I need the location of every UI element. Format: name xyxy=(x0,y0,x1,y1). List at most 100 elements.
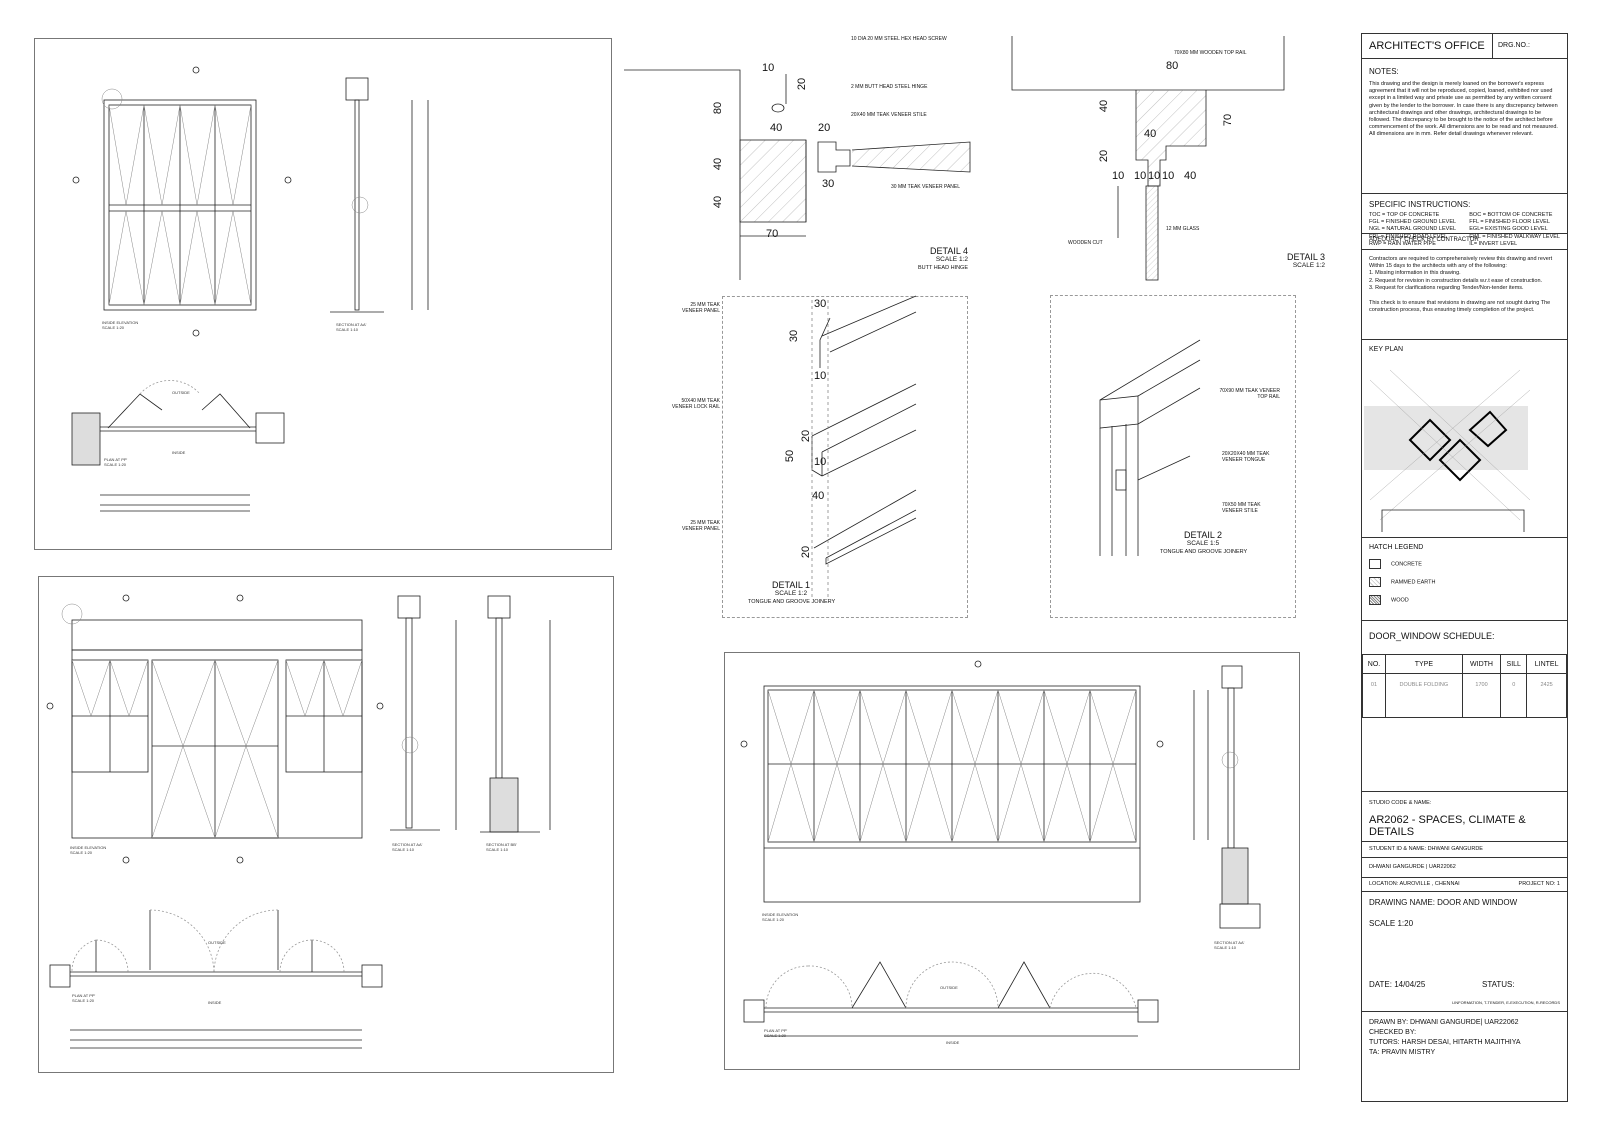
view-label-plan-2: PLAN AT PP' xyxy=(72,993,96,998)
key-plan-section: KEY PLAN xyxy=(1362,339,1567,537)
d4-dim: 40 xyxy=(712,195,725,209)
panel-door-1 xyxy=(34,38,612,550)
detail-4-name: DETAIL 4 xyxy=(929,246,968,256)
d3-dim: 10 xyxy=(1148,170,1161,182)
d4-label-stile: 20X40 MM TEAK VENEER STILE xyxy=(851,112,927,118)
d2-label-tongue: 20X20X40 MM TEAK VENEER TONGUE xyxy=(1222,451,1270,463)
panel-window xyxy=(38,576,614,1073)
view-scale-3: SCALE 1:20 xyxy=(104,462,127,467)
view-scale-7: SCALE 1:20 xyxy=(72,998,95,1003)
spec-item: TOC = TOP OF CONCRETE xyxy=(1369,212,1440,218)
label-inside-2: INSIDE xyxy=(208,1000,222,1005)
key-plan-drawing xyxy=(1364,369,1531,532)
detail-2-scale: SCALE 1:5 xyxy=(1186,540,1220,547)
d4-dim: 20 xyxy=(818,122,831,134)
d1-dim: 30 xyxy=(814,298,827,310)
student-label: STUDENT ID & NAME: DHWANI GANGURDE xyxy=(1369,846,1483,852)
spec-item: EGL= EXISTING GOOD LEVEL xyxy=(1469,226,1548,233)
d3-dim: 80 xyxy=(1166,60,1179,72)
ta: TA: PRAVIN MISTRY xyxy=(1369,1049,1436,1056)
view-scale-6: SCALE 1:10 xyxy=(486,847,509,852)
view-label-plan-3: PLAN AT PP' xyxy=(764,1028,788,1033)
d3-dim: 10 xyxy=(1112,170,1125,182)
detail-4-sub: BUTT HEAD HINGE xyxy=(917,265,968,271)
detail-4-title: DETAIL 4 SCALE 1:2 BUTT HEAD HINGE xyxy=(898,246,968,272)
wood-swatch xyxy=(1369,595,1381,605)
d1-dim: 40 xyxy=(812,490,825,502)
d4-dim: 40 xyxy=(712,157,725,171)
door-2-plan xyxy=(743,961,1159,1037)
detail-1-scale: SCALE 1:2 xyxy=(774,590,808,597)
label-outside-3: OUTSIDE xyxy=(940,985,958,990)
specific-title: SPECIFIC INSTRUCTIONS: xyxy=(1369,200,1471,209)
tutors: TUTORS: HARSH DESAI, HITARTH MAJITHIYA xyxy=(1369,1039,1521,1046)
window-plan xyxy=(49,909,383,1049)
view-label-section-aa-1: SECTION AT AA' xyxy=(336,322,367,327)
hatch-label: CONCRETE xyxy=(1391,561,1422,568)
d4-label-screw: 10 DIA 20 MM STEEL HEX HEAD SCREW xyxy=(851,36,947,42)
schedule-title: DOOR_WINDOW SCHEDULE: xyxy=(1369,631,1495,641)
d4-dim: 80 xyxy=(712,101,725,115)
drawing-name: DRAWING NAME: DOOR AND WINDOW xyxy=(1369,898,1518,907)
location: LOCATION: AUROVILLE , CHENNAI xyxy=(1369,881,1460,887)
schedule-header-cell: SILL xyxy=(1500,654,1528,674)
d3-dim: 10 xyxy=(1134,170,1147,182)
view-label-section-bb: SECTION AT BB' xyxy=(486,842,517,847)
detail-3-drawing xyxy=(1011,36,1285,281)
studio-name: AR2062 - SPACES, CLIMATE & DETAILS xyxy=(1369,814,1526,838)
spec-item: FGL = FINISHED GROUND LEVEL xyxy=(1369,219,1457,226)
d1-dim: 20 xyxy=(800,545,813,559)
d3-dim: 40 xyxy=(1144,128,1157,140)
d1-dim: 10 xyxy=(814,370,827,382)
d3-dim: 20 xyxy=(1098,149,1111,163)
d4-dim: 30 xyxy=(822,178,835,190)
d4-label-panel: 30 MM TEAK VENEER PANEL xyxy=(891,184,961,190)
rammed-earth-swatch xyxy=(1369,577,1381,587)
spec-item: IL= INVERT LEVEL xyxy=(1469,240,1518,247)
spec-item: FFL = FINISHED FLOOR LEVEL xyxy=(1469,219,1550,226)
adequacy-item: 3. Request for clarifications regarding … xyxy=(1369,284,1524,291)
door-1-plan xyxy=(71,380,285,512)
view-scale-1: SCALE 1:20 xyxy=(102,325,125,330)
drg-no: DRG.NO.: xyxy=(1498,42,1530,49)
detail-2-name: DETAIL 2 xyxy=(1183,530,1222,540)
schedule-cell: 2425 xyxy=(1526,673,1567,718)
spec-item: FRL = FINISHED ROAD LEVEL xyxy=(1369,233,1448,240)
adequacy-section: Contractors are required to comprehensiv… xyxy=(1362,249,1567,339)
d4-dim: 20 xyxy=(796,77,809,91)
schedule-table: NO. TYPE WIDTH SILL LINTEL 01 DOUBLE FOL… xyxy=(1362,654,1567,718)
hatch-item-rammed-earth: RAMMED EARTH xyxy=(1369,577,1560,587)
d3-label-glass: 12 MM GLASS xyxy=(1166,226,1200,232)
divider xyxy=(1492,34,1493,58)
door-2-section xyxy=(1193,665,1261,929)
specific-left: TOC = TOP OF CONCRETE FGL = FINISHED GRO… xyxy=(1369,212,1456,248)
detail-1-sub: TONGUE AND GROOVE JOINERY xyxy=(748,599,836,605)
student-id-section: STUDENT ID & NAME: DHWANI GANGURDE xyxy=(1362,841,1567,857)
checked-by: CHECKED BY: xyxy=(1369,1029,1417,1036)
detail-3-title: DETAIL 3 SCALE 1:2 xyxy=(1270,252,1325,270)
specific-instructions: SPECIFIC INSTRUCTIONS: TOC = TOP OF CONC… xyxy=(1362,193,1567,247)
hatch-label: RAMMED EARTH xyxy=(1391,579,1436,586)
d3-label-toprail: 70X80 MM WOODEN TOP RAIL xyxy=(1174,50,1247,56)
detail-2-drawing xyxy=(1099,339,1201,556)
d3-label-cut: WOODEN CUT xyxy=(1068,240,1103,246)
d1-label-panel-top: 25 MM TEAK VENEER PANEL xyxy=(682,302,720,314)
d2-label-toprail: 70X90 MM TEAK VENEER TOP RAIL xyxy=(1219,388,1281,400)
view-scale-9: SCALE 1:10 xyxy=(1214,945,1237,950)
detail-4-scale: SCALE 1:2 xyxy=(935,256,968,263)
detail-2-sub: TONGUE AND GROOVE JOINERY xyxy=(1160,549,1248,555)
adequacy-outro: This check is to ensure that revisions i… xyxy=(1369,300,1551,314)
label-outside-2: OUTSIDE xyxy=(208,940,226,945)
schedule-header: DOOR_WINDOW SCHEDULE: xyxy=(1362,620,1567,654)
detail-1-title: DETAIL 1 SCALE 1:2 TONGUE AND GROOVE JOI… xyxy=(748,580,836,606)
notes-text: This drawing and the design is merely lo… xyxy=(1369,81,1558,138)
view-scale-10: SCALE 1:20 xyxy=(764,1033,787,1038)
panel-detail-1 xyxy=(722,296,968,618)
d3-dim: 40 xyxy=(1098,99,1111,113)
schedule-cell: 01 xyxy=(1362,673,1386,718)
label-outside-1: OUTSIDE xyxy=(172,390,190,395)
title-block: ARCHITECT'S OFFICE DRG.NO.: NOTES: This … xyxy=(1361,33,1568,1102)
spec-item: BOC = BOTTOM OF CONCRETE xyxy=(1469,212,1553,218)
d4-label-hinge: 2 MM BUTT HEAD STEEL HINGE xyxy=(851,84,928,90)
d1-dim: 50 xyxy=(784,449,797,463)
